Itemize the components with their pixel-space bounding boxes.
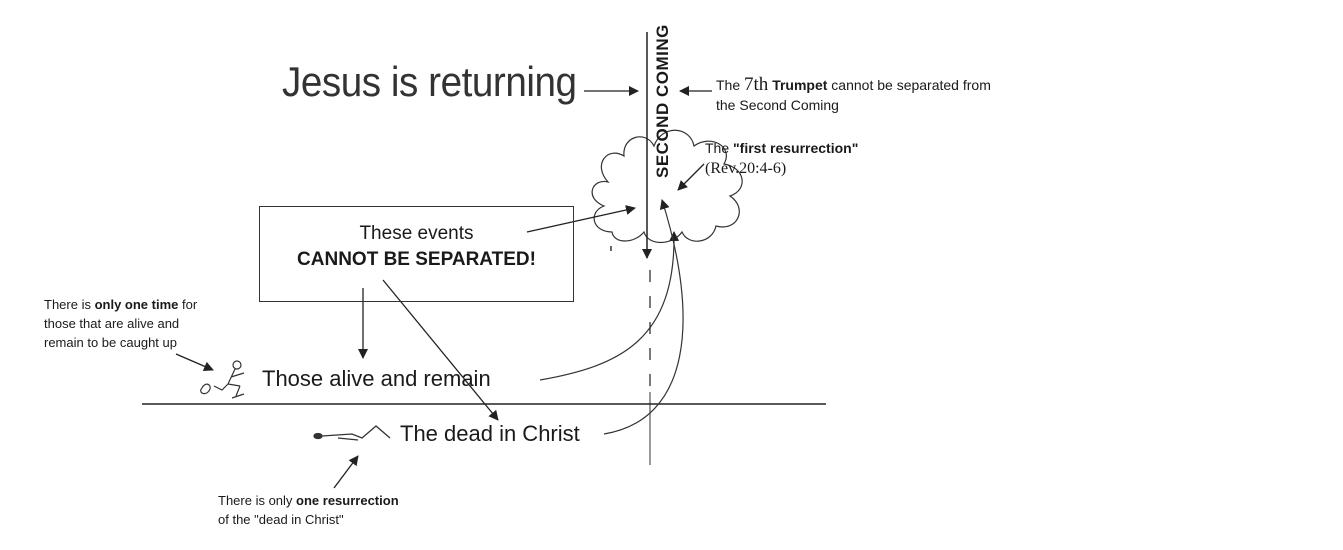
trumpet-note: The 7th Trumpet cannot be separated from… [716,75,991,115]
alive-note-arrow [175,353,214,372]
trumpet-note-pre: The [716,77,745,93]
alive-curve-arrow [539,231,680,381]
dead-note-arrow [333,455,359,489]
dead-label: The dead in Christ [400,421,580,446]
resurrection-arrow [677,163,705,191]
box-to-cloud-arrow [526,205,636,233]
events-box-line2: CANNOT BE SEPARATED! [297,249,536,270]
dead-note-pre: There is only [218,493,297,508]
trumpet-note-post: cannot be separated from [827,77,991,93]
dead-note-line2: of the "dead in Christ" [218,512,344,527]
alive-note-line3: remain to be caught up [44,335,177,350]
page-title: Jesus is returning [282,58,577,105]
second-coming-label: SECOND COMING [653,24,672,178]
running-figure-icon [200,360,245,399]
alive-note-pre: There is [44,297,95,312]
dead-note-bold: one resurrection [296,493,399,508]
resurrection-ref: (Rev.20:4-6) [705,160,787,177]
trumpet-bold: Trumpet [772,77,828,93]
dead-curve-arrow [603,199,684,435]
events-box: These events CANNOT BE SEPARATED! [259,206,574,302]
alive-note-bold: only one time [94,297,179,312]
resurrection-note-pre: The [705,140,734,156]
alive-label: Those alive and remain [262,366,491,391]
resurrection-note-bold: "first resurrection" [733,140,859,156]
lying-figure-icon [313,425,391,441]
alive-note-line2: those that are alive and [44,316,180,331]
events-box-line1: These events [359,223,474,244]
resurrection-note: The "first resurrection" (Rev.20:4-6) [705,138,858,179]
box-to-dead-arrow [382,279,499,421]
dead-note: There is only one resurrection of the "d… [218,491,399,529]
cloud-icon [591,129,743,244]
trumpet-note-line2: the Second Coming [716,97,839,113]
trumpet-number: 7th [744,74,769,95]
alive-note: There is only one time for those that ar… [44,295,197,352]
alive-note-post: for [178,297,198,312]
